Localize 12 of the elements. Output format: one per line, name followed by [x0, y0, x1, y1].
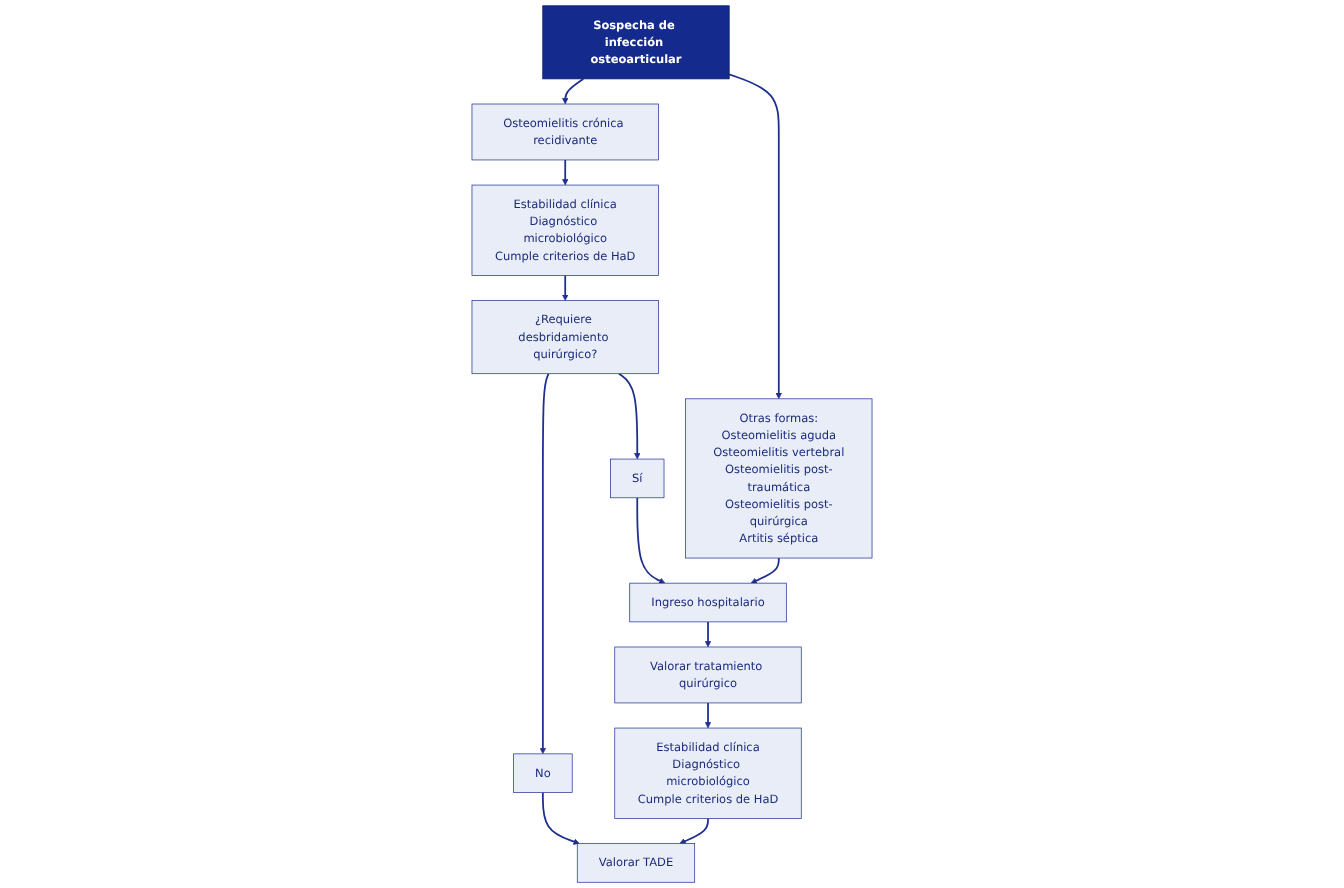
- arrow: [562, 274, 569, 301]
- arrow: [617, 372, 641, 460]
- arrow: [562, 78, 585, 105]
- arrow: [541, 791, 580, 845]
- arrow: [750, 557, 780, 584]
- arrow: [679, 817, 709, 845]
- arrow: [539, 372, 550, 755]
- arrow: [636, 496, 666, 584]
- arrow: [562, 159, 569, 186]
- arrow: [704, 702, 712, 729]
- arrow: [704, 621, 712, 648]
- arrow: [728, 73, 782, 400]
